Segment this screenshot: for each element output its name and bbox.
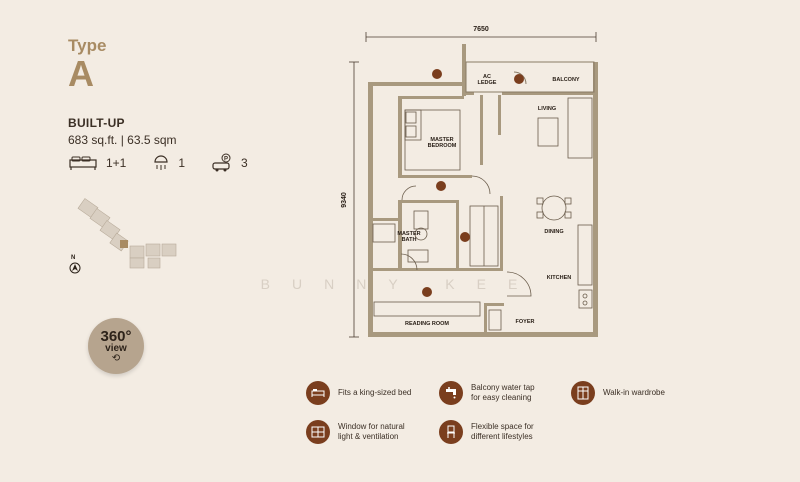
shower-icon [154, 155, 168, 170]
feature-flexible-space-text: Flexible space for different lifestyles [471, 422, 534, 443]
feature-walk-in-wardrobe: Walk-in wardrobe [571, 381, 665, 405]
feature-flexible-space-line-2: different lifestyles [471, 432, 533, 441]
master-bedroom-label-1: MASTER [430, 137, 453, 143]
north-arrow-icon [69, 262, 81, 274]
living-label: LIVING [538, 106, 556, 112]
reading-room-marker [422, 287, 432, 297]
builtup-title: BUILT-UP [68, 116, 125, 130]
foyer-label: FOYER [516, 319, 535, 325]
ac-ledge-label-1: AC [483, 74, 491, 80]
feature-balcony-tap-text: Balcony water tap for easy cleaning [471, 383, 535, 404]
bedroom-count: 1+1 [106, 156, 127, 170]
balcony-tap-marker [514, 74, 524, 84]
water-tap-icon [439, 381, 463, 405]
flexible-space-icon [439, 420, 463, 444]
type-letter: A [68, 53, 94, 94]
window-icon [306, 420, 330, 444]
feature-balcony-tap-line-2: for easy cleaning [471, 393, 532, 402]
view-360-sublabel: view [105, 342, 127, 354]
feature-king-bed: Fits a king-sized bed [306, 381, 411, 405]
master-bedroom-label-2: BEDROOM [428, 143, 457, 149]
dimension-lines [349, 32, 597, 338]
feature-window-line-1: Window for natural [338, 421, 405, 431]
view-360-button[interactable]: 360° view ⟲ [88, 318, 144, 374]
builtup-size: 683 sq.ft. | 63.5 sqm [68, 133, 177, 147]
feature-king-bed-text: Fits a king-sized bed [338, 387, 412, 397]
bathroom-spec: 1 [152, 154, 185, 172]
feature-balcony-tap-line-1: Balcony water tap [471, 382, 535, 392]
bed-icon [69, 156, 97, 170]
feature-walk-in-wardrobe-text: Walk-in wardrobe [603, 387, 665, 397]
rotate-arrow-icon: ⟲ [111, 352, 121, 364]
parking-count: 3 [241, 156, 248, 170]
kitchen-label: KITCHEN [547, 275, 571, 281]
unit-highlight [120, 240, 128, 248]
bed-icon [306, 381, 330, 405]
view-360-label: 360° [100, 327, 132, 345]
room-markers [422, 69, 524, 297]
reading-room-label: READING ROOM [405, 321, 449, 327]
key-plan-map: N [69, 198, 177, 274]
car-parking-icon: P [212, 153, 231, 172]
master-bath-label-1: MASTER [397, 231, 420, 237]
ac-ledge-label-2: LEDGE [478, 80, 497, 86]
walk-in-wardrobe-marker [460, 232, 470, 242]
feature-window: Window for natural light & ventilation [306, 420, 405, 444]
balcony-label: BALCONY [552, 77, 580, 83]
furniture [372, 97, 593, 331]
svg-text:N: N [71, 255, 75, 261]
feature-balcony-tap: Balcony water tap for easy cleaning [439, 381, 535, 405]
spec-row: 1+1 1 P 3 [68, 153, 266, 173]
height-dimension: 9340 [341, 192, 348, 208]
wardrobe-icon [571, 381, 595, 405]
parking-spec: P 3 [211, 153, 248, 173]
master-bath-label-2: BATH [402, 237, 417, 243]
bathroom-count: 1 [178, 156, 186, 170]
watermark: BUNNY KEE [260, 276, 540, 292]
bedroom-window-marker [436, 181, 446, 191]
svg-text:P: P [224, 157, 228, 163]
wardrobe-marker [432, 69, 442, 79]
feature-flexible-space-line-1: Flexible space for [471, 421, 534, 431]
feature-window-line-2: light & ventilation [338, 432, 399, 441]
width-dimension: 7650 [473, 26, 489, 33]
feature-flexible-space: Flexible space for different lifestyles [439, 420, 534, 444]
bedroom-spec: 1+1 [68, 155, 126, 171]
type-label: Type [68, 36, 107, 55]
dining-label: DINING [544, 229, 563, 235]
exterior-walls [368, 44, 598, 337]
feature-window-text: Window for natural light & ventilation [338, 422, 405, 443]
